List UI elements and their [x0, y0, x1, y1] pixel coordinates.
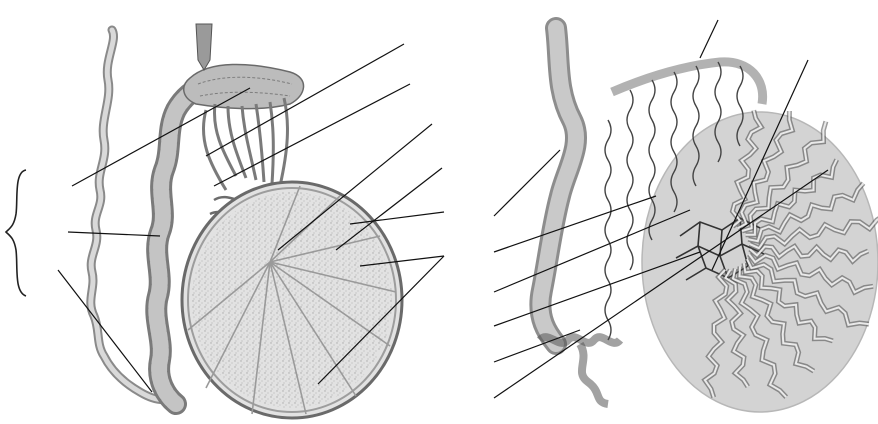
schematic-testis [642, 112, 878, 412]
right-panel [494, 20, 878, 412]
efferent-ductules [203, 98, 287, 190]
probe [196, 24, 212, 70]
left-panel [6, 24, 444, 418]
bracket-brace [6, 170, 26, 296]
